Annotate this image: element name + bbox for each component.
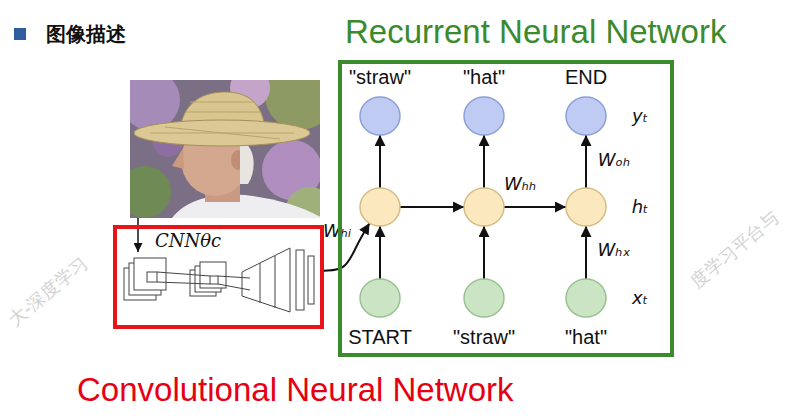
variable-label: hₜ: [632, 197, 649, 218]
title-slot: 图像描述: [46, 23, 126, 46]
text-slot: "straw": [453, 326, 515, 349]
circle-shape: [566, 188, 606, 226]
circle-outline: [463, 278, 505, 318]
weight-label: Wₕᵢ: [321, 221, 353, 242]
hidden-circle: [359, 187, 401, 227]
circle-shape: [464, 97, 504, 135]
text-slot: "straw": [349, 66, 411, 89]
circle-outline: [359, 278, 401, 318]
text-slot: hₜ: [632, 197, 649, 218]
connector: [585, 226, 587, 279]
circle-shape: [464, 279, 504, 317]
edge-label-slot: Wₕₕ: [502, 174, 538, 195]
hidden-circle: [463, 187, 505, 227]
circle-outline: [359, 187, 401, 227]
connector: [400, 206, 464, 208]
connector: [483, 226, 485, 279]
circle-shape: [360, 188, 400, 226]
text-slot: "hat": [565, 326, 607, 349]
output-circle: ENDyₜ: [565, 96, 607, 136]
circle-outline: [463, 187, 505, 227]
token-label: "straw": [349, 66, 411, 89]
cnn-box: CNNθcConvolutional Neural Network: [113, 225, 324, 329]
text-slot: yₜ: [632, 106, 648, 127]
text-slot: "hat": [463, 66, 505, 89]
connector: [483, 135, 485, 188]
circle-shape: [360, 97, 400, 135]
edge-label-slot: Wₕₓ: [596, 240, 633, 261]
text-slot: END: [565, 66, 607, 89]
output-circle: "hat": [463, 96, 505, 136]
connectors: [324, 135, 586, 279]
circle-shape: [464, 188, 504, 226]
network-symbol: CNNθc: [155, 231, 221, 252]
connector: [379, 226, 381, 279]
watermark: 大-深度学习: [4, 253, 91, 331]
circle-outline: [565, 96, 607, 136]
title-bullet: [14, 28, 26, 40]
connector: [379, 135, 381, 188]
text-slot: START: [348, 326, 412, 349]
token-label: START: [348, 326, 412, 349]
hidden-circle: hₜ: [565, 187, 607, 227]
watermark-slot: 大-深度学习: [4, 253, 91, 331]
token-label: "hat": [565, 326, 607, 349]
circle-outline: [463, 96, 505, 136]
text-slot: CNNθc: [155, 231, 221, 252]
input-circle: "hat"xₜ: [565, 278, 607, 318]
circle-shape: [566, 279, 606, 317]
text-slot: Convolutional Neural Network: [77, 371, 514, 409]
circle-outline: [565, 278, 607, 318]
circle-outline: [565, 187, 607, 227]
output-circle: "straw": [359, 96, 401, 136]
circle-shape: [360, 279, 400, 317]
input-circle: START: [359, 278, 401, 318]
token-label: END: [565, 66, 607, 89]
weight-label: Wₕₓ: [596, 240, 633, 261]
weight-label: Wₕₕ: [502, 174, 538, 195]
box-heading: Convolutional Neural Network: [77, 371, 514, 409]
variable-label: yₜ: [632, 106, 648, 127]
box-heading: Recurrent Neural Network: [345, 13, 726, 51]
token-label: "hat": [463, 66, 505, 89]
edge-label-slot: Wₒₕ: [596, 150, 632, 171]
weight-label: Wₒₕ: [596, 150, 632, 171]
photo: [130, 80, 320, 218]
circle-outline: [359, 96, 401, 136]
slide-title: 图像描述: [46, 23, 126, 46]
connector: [504, 206, 566, 208]
connector: [585, 135, 587, 188]
watermark: 度学习平台与: [687, 207, 783, 292]
input-circle: "straw": [463, 278, 505, 318]
text-slot: xₜ: [632, 288, 648, 309]
cnn-layers: [124, 248, 314, 312]
text-slot: Recurrent Neural Network: [345, 13, 726, 51]
rnn-box: Recurrent Neural Network"straw""hat"ENDy…: [338, 60, 674, 357]
circle-shape: [566, 97, 606, 135]
watermark-slot: 度学习平台与: [687, 207, 783, 292]
variable-label: xₜ: [632, 288, 648, 309]
edge-label-slot: Wₕᵢ: [321, 221, 353, 242]
input-arrow: [137, 218, 139, 252]
token-label: "straw": [453, 326, 515, 349]
